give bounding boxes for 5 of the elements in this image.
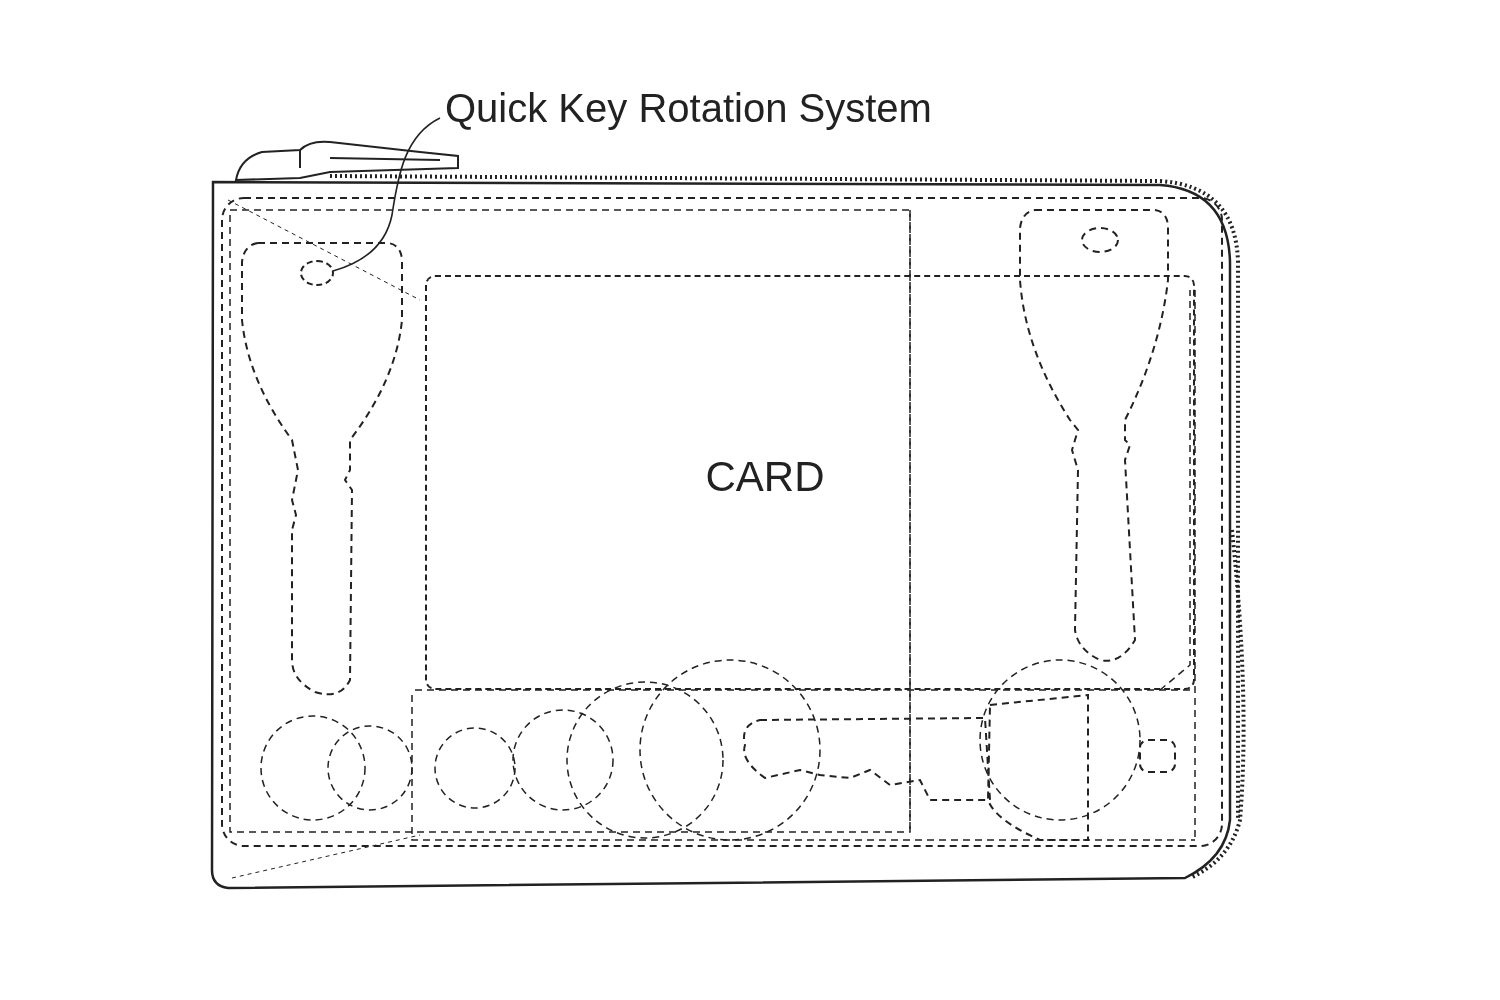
card-outline	[425, 275, 1195, 690]
leader-line	[332, 117, 441, 272]
key-hole	[300, 260, 334, 286]
card-label: CARD	[705, 452, 825, 501]
callout-label: Quick Key Rotation System	[445, 86, 932, 131]
